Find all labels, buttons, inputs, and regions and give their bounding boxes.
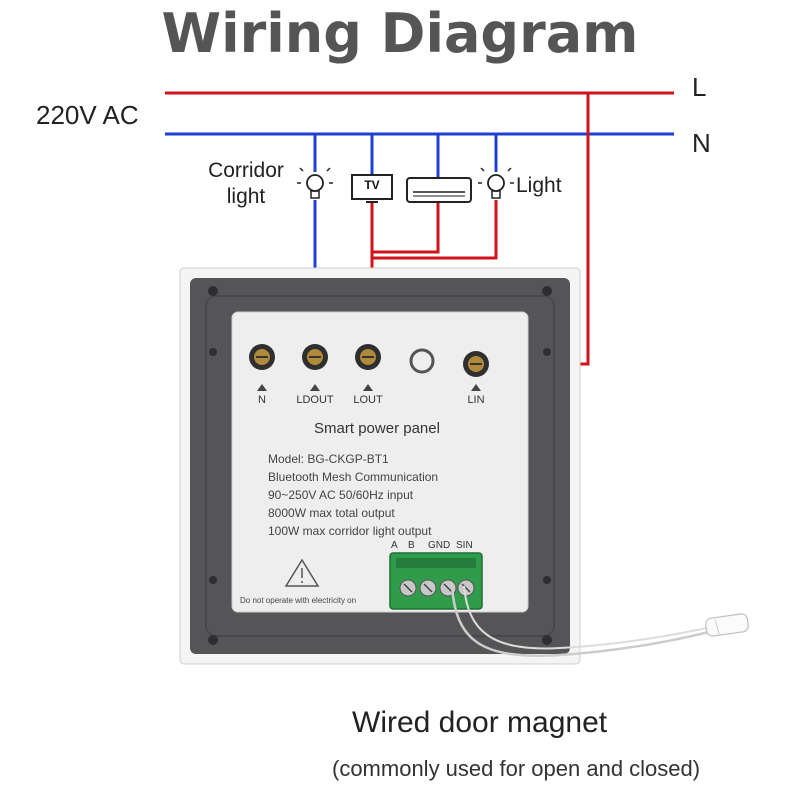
spec-corridor-output: 100W max corridor light output (268, 524, 432, 538)
warning-triangle-icon (284, 558, 320, 587)
ac-load-wire (372, 202, 440, 254)
terminal-label-n: N (258, 394, 266, 406)
door-magnet-title: Wired door magnet (352, 706, 608, 739)
connector-label-b: B (408, 540, 415, 551)
light-label: Light (516, 174, 562, 197)
tv-icon (351, 174, 393, 203)
air-conditioner-icon (406, 177, 472, 203)
supply-voltage-label: 220V AC (36, 100, 139, 130)
spec-total-output: 8000W max total output (268, 506, 395, 520)
connector-label-a: A (391, 540, 398, 551)
spec-input: 90~250V AC 50/60Hz input (268, 488, 414, 502)
tv-label: TV (364, 178, 380, 192)
terminal-lout (355, 344, 381, 391)
corridor-light-bulb-icon (297, 167, 333, 199)
terminal-label-lout: LOUT (353, 394, 383, 406)
terminal-ldout (302, 344, 328, 391)
panel-title: Smart power panel (314, 420, 440, 437)
mounting-screw-holes (208, 286, 552, 645)
connector-label-gnd: GND (428, 540, 451, 551)
terminal-lin (463, 351, 489, 391)
terminal-label-ldout: LDOUT (296, 394, 334, 406)
light-bulb-icon (478, 167, 514, 199)
light-load-wire (372, 200, 498, 260)
live-line-label: L (692, 72, 707, 102)
warning-text: Do not operate with electricity on (240, 596, 357, 605)
neutral-line-label: N (692, 128, 711, 158)
spec-model: Model: BG-CKGP-BT1 (268, 452, 389, 466)
door-magnet-cable (450, 585, 717, 657)
connector-label-sin: SIN (456, 540, 473, 551)
power-module (231, 311, 529, 613)
door-magnet-note: (commonly used for open and closed) (332, 756, 701, 781)
corridor-light-label: Corridor light (208, 159, 284, 208)
spec-communication: Bluetooth Mesh Communication (268, 470, 439, 484)
terminal-n (249, 344, 275, 391)
terminal-label-lin: LIN (467, 394, 485, 406)
door-magnet-sensor-icon (705, 613, 749, 637)
diagram-title: Wiring Diagram (161, 2, 639, 65)
terminal-empty (409, 348, 435, 374)
sensor-connector-block (389, 552, 483, 610)
